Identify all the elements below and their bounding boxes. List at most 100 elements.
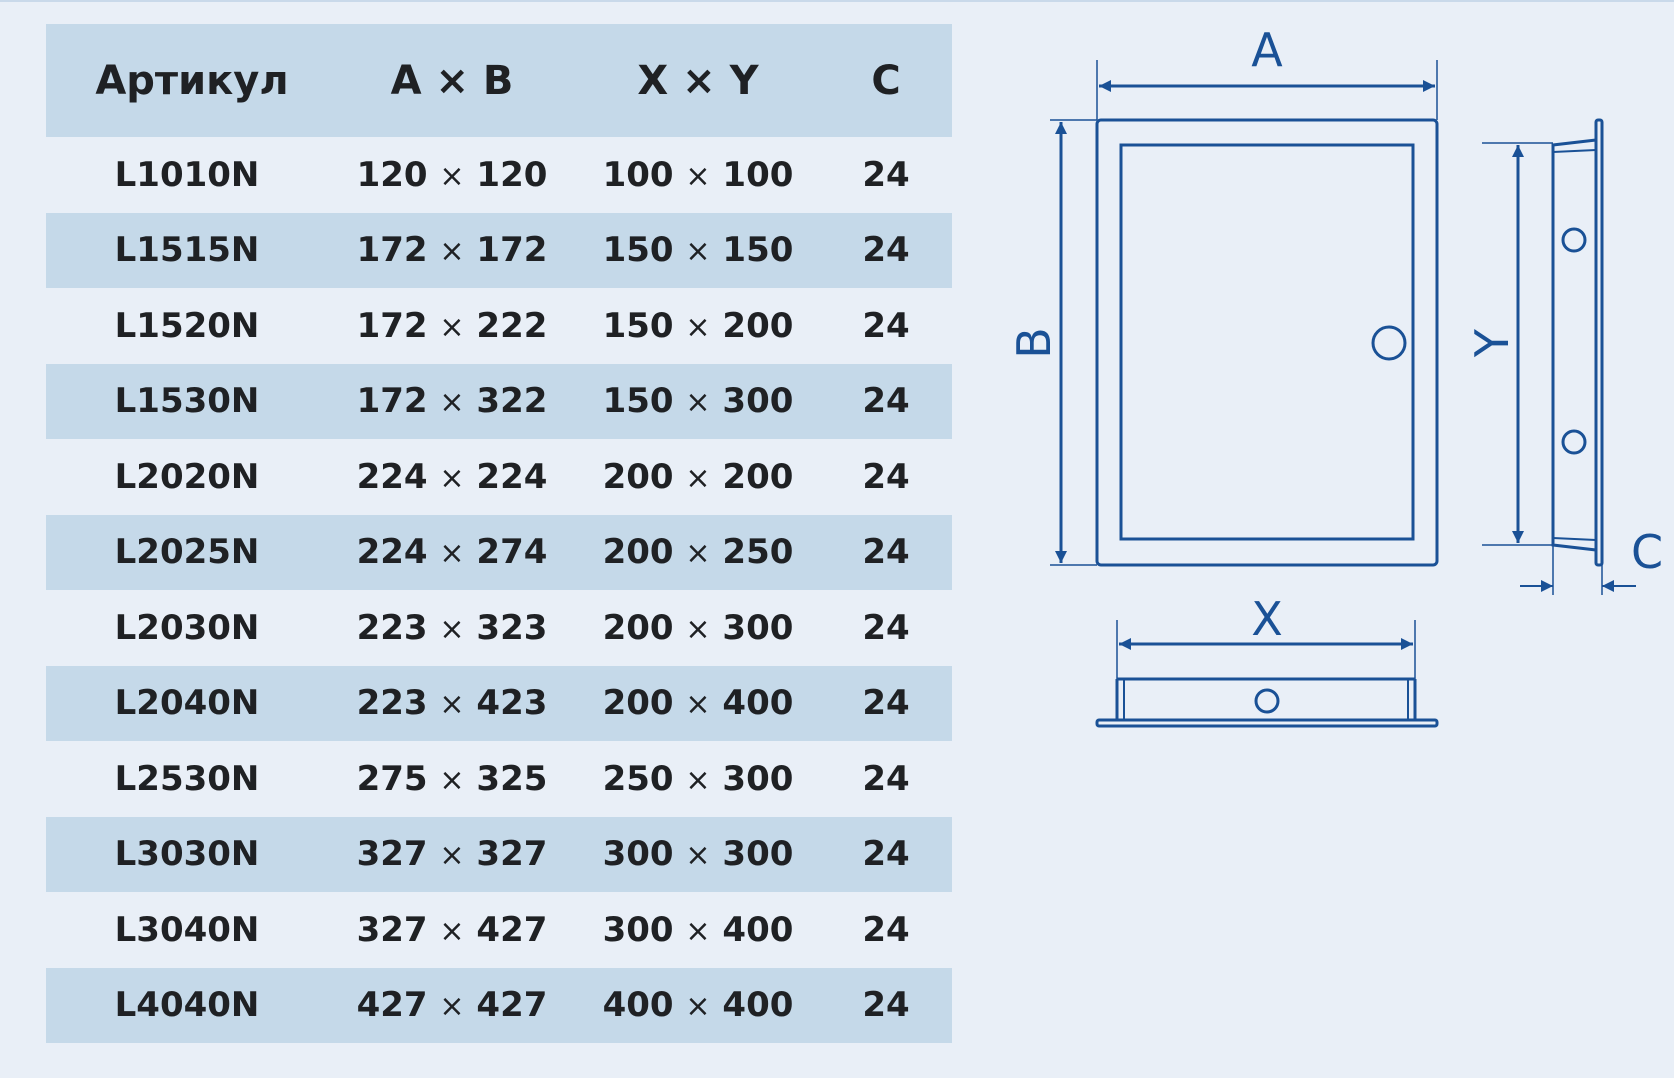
inner-x-value: 200	[602, 683, 674, 724]
front-view	[1050, 60, 1439, 567]
outer-b-value: 323	[476, 607, 548, 648]
cell-inner-size: 150 × 200	[576, 288, 820, 364]
outer-a-value: 172	[356, 230, 428, 271]
outer-a-value: 120	[356, 154, 428, 195]
cell-depth: 24	[820, 514, 952, 590]
inner-x-value: 250	[602, 758, 674, 799]
outer-b-value: 274	[476, 532, 548, 573]
cell-outer-size: 327 × 427	[328, 892, 576, 968]
multiply-sign: ×	[439, 234, 465, 270]
outer-a-value: 327	[356, 834, 428, 875]
cell-article: L1520N	[114, 305, 260, 346]
multiply-sign: ×	[685, 385, 711, 421]
outer-b-value: 120	[476, 154, 548, 195]
cell-inner-size: 400 × 400	[576, 967, 820, 1043]
label-a: A	[1251, 23, 1283, 77]
side-body-top-inner	[1552, 149, 1597, 153]
multiply-sign: ×	[685, 989, 711, 1025]
side-flange	[1594, 118, 1604, 567]
cell-depth: 24	[820, 665, 952, 741]
multiply-sign: ×	[685, 309, 711, 345]
inner-y-value: 300	[722, 381, 794, 422]
cell-article: L4040N	[46, 967, 328, 1043]
cell-article: L1515N	[46, 212, 328, 288]
cell-article: L1010N	[114, 154, 260, 195]
cell-depth: 24	[862, 909, 910, 950]
multiply-sign: ×	[439, 309, 465, 345]
cell-article: L2025N	[46, 514, 328, 590]
inner-y-value: 400	[722, 683, 794, 724]
multiply-sign: ×	[685, 460, 711, 496]
inner-x-value: 100	[602, 154, 674, 195]
cell-depth: 24	[820, 363, 952, 439]
cell-inner-size: 200 × 400	[576, 665, 820, 741]
multiply-sign: ×	[439, 158, 465, 194]
multiply-sign: ×	[685, 234, 711, 270]
top-border-line	[0, 0, 1674, 2]
outer-a-value: 327	[356, 909, 428, 950]
cell-outer-size: 172 × 172	[328, 212, 576, 288]
cell-depth: 24	[862, 758, 910, 799]
inner-y-value: 200	[722, 305, 794, 346]
cell-inner-size: 250 × 300	[576, 741, 820, 817]
side-body	[1551, 138, 1597, 552]
outer-frame	[1095, 118, 1439, 567]
multiply-sign: ×	[685, 158, 711, 194]
inner-y-value: 300	[722, 607, 794, 648]
side-hinge-bottom	[1561, 429, 1587, 455]
cell-depth: 24	[820, 212, 952, 288]
side-hinge-top	[1561, 227, 1587, 253]
multiply-sign: ×	[439, 762, 465, 798]
label-x: X	[1251, 592, 1283, 646]
cell-depth: 24	[820, 816, 952, 892]
multiply-sign: ×	[439, 611, 465, 647]
outer-b-value: 427	[476, 985, 548, 1026]
cell-outer-size: 275 × 325	[328, 741, 576, 817]
cell-depth: 24	[862, 607, 910, 648]
cell-inner-size: 300 × 300	[576, 816, 820, 892]
outer-a-value: 427	[356, 985, 428, 1026]
outer-b-value: 172	[476, 230, 548, 271]
bottom-flange	[1095, 718, 1439, 728]
inner-x-value: 150	[602, 381, 674, 422]
inner-x-value: 400	[602, 985, 674, 1026]
multiply-sign: ×	[439, 687, 465, 723]
outer-a-value: 224	[356, 456, 428, 497]
bottom-view	[1095, 620, 1439, 728]
label-b: B	[1007, 327, 1061, 359]
multiply-sign: ×	[685, 913, 711, 949]
label-c: C	[1631, 525, 1663, 579]
outer-b-value: 327	[476, 834, 548, 875]
outer-a-value: 223	[356, 607, 428, 648]
inner-y-value: 300	[722, 758, 794, 799]
multiply-sign: ×	[439, 913, 465, 949]
outer-b-value: 423	[476, 683, 548, 724]
header-outer-size: A × B	[328, 24, 576, 137]
inner-x-value: 300	[602, 834, 674, 875]
cell-inner-size: 200 × 200	[576, 439, 820, 515]
header-depth: C	[820, 24, 952, 137]
cell-article: L2530N	[114, 758, 260, 799]
outer-a-value: 223	[356, 683, 428, 724]
inner-x-value: 150	[602, 305, 674, 346]
inner-y-value: 300	[722, 834, 794, 875]
multiply-sign: ×	[439, 460, 465, 496]
inner-y-value: 200	[722, 456, 794, 497]
multiply-sign: ×	[439, 536, 465, 572]
cell-inner-size: 150 × 300	[576, 363, 820, 439]
cell-inner-size: 200 × 250	[576, 514, 820, 590]
multiply-sign: ×	[685, 536, 711, 572]
cell-outer-size: 327 × 327	[328, 816, 576, 892]
outer-b-value: 222	[476, 305, 548, 346]
